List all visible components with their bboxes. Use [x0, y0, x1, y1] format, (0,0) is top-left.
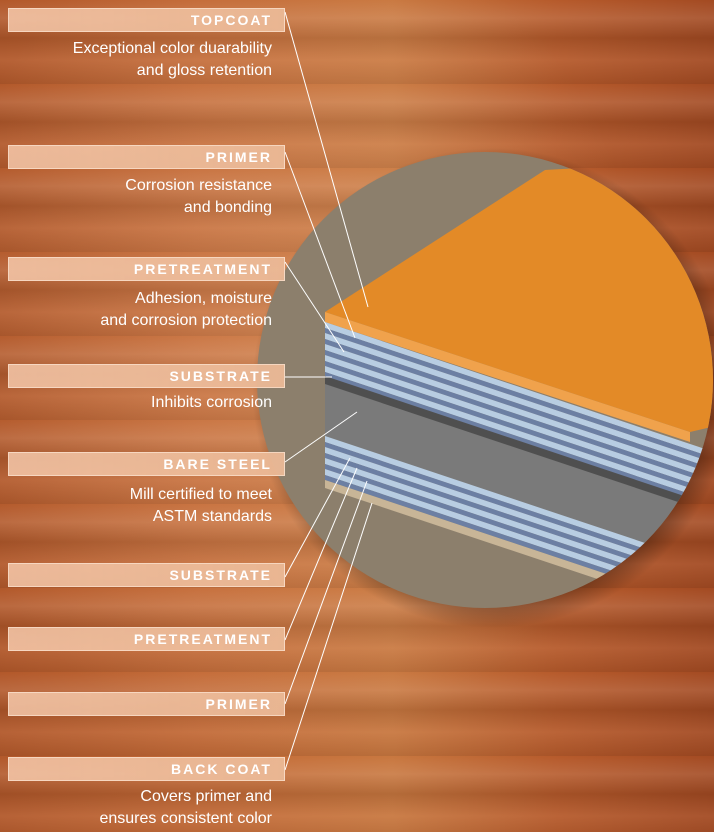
- lower-stripe-dark: [325, 453, 713, 590]
- leader-line-topcoat: [284, 11, 369, 308]
- leader-line-back-coat: [284, 502, 373, 771]
- label-bare-steel: BARE STEEL: [8, 452, 285, 476]
- desc-pretreatment-line-1: Adhesion, moisture: [135, 290, 272, 307]
- desc-primer: Corrosion resistance and bonding: [0, 175, 272, 219]
- leader-line-substrate-lower: [284, 457, 351, 578]
- lower-stripe-light: [325, 436, 713, 574]
- desc-pretreatment-line-2: and corrosion protection: [100, 312, 272, 329]
- label-topcoat: TOPCOAT: [8, 8, 285, 32]
- upper-stripe-light: [325, 333, 713, 471]
- desc-back-coat: Covers primer and ensures consistent col…: [0, 786, 272, 830]
- upper-stripe-light: [325, 366, 713, 504]
- desc-substrate-line-1: Inhibits corrosion: [151, 394, 272, 411]
- desc-bare-steel: Mill certified to meet ASTM standards: [0, 484, 272, 528]
- upper-stripe-light: [325, 344, 713, 482]
- desc-bare-steel-line-1: Mill certified to meet: [129, 486, 272, 503]
- desc-pretreatment: Adhesion, moisture and corrosion protect…: [0, 288, 272, 332]
- bare-steel-edge: [325, 376, 713, 516]
- leader-line-primer: [284, 151, 356, 339]
- upper-stripe-dark: [325, 328, 713, 465]
- upper-layer-stripes: [325, 322, 713, 509]
- desc-topcoat: Exceptional color duarability and gloss …: [0, 38, 272, 82]
- desc-back-coat-line-2: ensures consistent color: [99, 810, 272, 827]
- leader-line-pretreatment: [284, 261, 345, 353]
- lower-stripe-light: [325, 447, 713, 585]
- label-substrate-lower: SUBSTRATE: [8, 563, 285, 587]
- leader-line-pretreatment-lower: [284, 467, 358, 641]
- upper-stripe-dark: [325, 350, 713, 487]
- desc-substrate: Inhibits corrosion: [0, 392, 272, 414]
- label-substrate: SUBSTRATE: [8, 364, 285, 388]
- desc-primer-line-1: Corrosion resistance: [125, 177, 272, 194]
- desc-topcoat-line-2: and gloss retention: [136, 62, 272, 79]
- label-pretreatment-lower: PRETREATMENT: [8, 627, 285, 651]
- desc-primer-line-2: and bonding: [183, 199, 272, 216]
- leader-line-bare-steel: [284, 411, 358, 463]
- desc-bare-steel-line-2: ASTM standards: [152, 508, 272, 525]
- topcoat-surface: [325, 160, 713, 432]
- topcoat-edge: [325, 312, 690, 442]
- label-primer-lower: PRIMER: [8, 692, 285, 716]
- label-primer: PRIMER: [8, 145, 285, 169]
- lower-stripe-dark: [325, 442, 713, 579]
- upper-stripe-light: [325, 322, 713, 460]
- desc-back-coat-line-1: Covers primer and: [140, 788, 272, 805]
- leader-line-primer-lower: [284, 480, 368, 705]
- leader-lines: [284, 11, 373, 771]
- upper-stripe-dark: [325, 339, 713, 476]
- layer-stack: [325, 160, 713, 608]
- upper-stripe-light: [325, 355, 713, 493]
- desc-topcoat-line-1: Exceptional color duarability: [72, 40, 272, 57]
- upper-stripe-dark: [325, 372, 713, 509]
- upper-stripe-dark: [325, 361, 713, 498]
- bare-steel-band: [325, 380, 713, 570]
- lower-stripe-light: [325, 458, 713, 596]
- label-back-coat: BACK COAT: [8, 757, 285, 781]
- label-pretreatment: PRETREATMENT: [8, 257, 285, 281]
